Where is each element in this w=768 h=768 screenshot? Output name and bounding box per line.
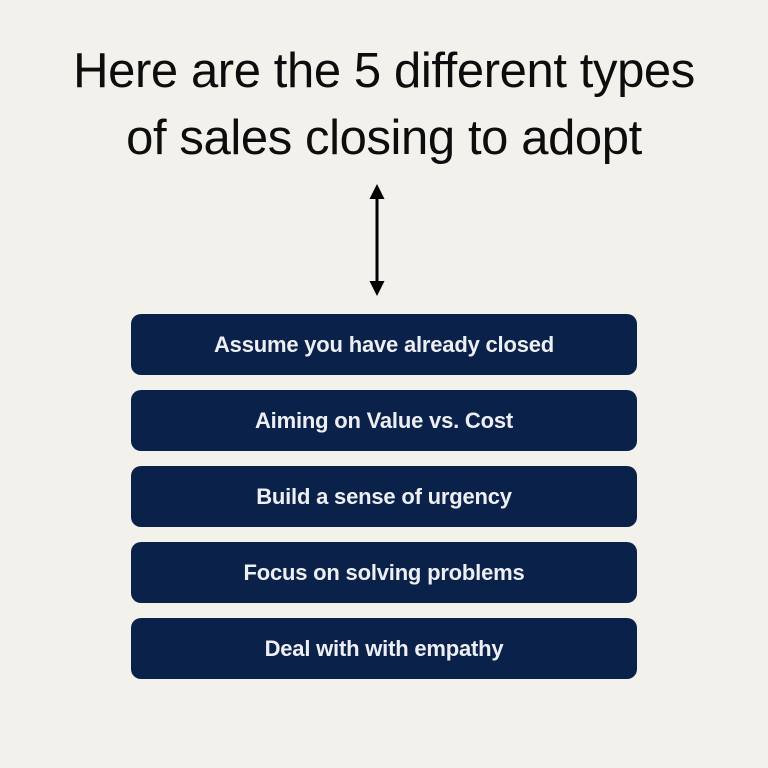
list-item-label: Build a sense of urgency (256, 483, 512, 509)
page-title: Here are the 5 different types of sales … (0, 38, 768, 172)
list-item[interactable]: Build a sense of urgency (131, 466, 637, 527)
list-item[interactable]: Assume you have already closed (131, 314, 637, 375)
page-title-line-1: Here are the 5 different types (73, 44, 695, 98)
list-item-label: Assume you have already closed (213, 331, 555, 357)
closing-types-list: Assume you have already closed Aiming on… (131, 314, 637, 679)
list-item-label: Deal with with empathy (264, 635, 504, 661)
list-item[interactable]: Deal with with empathy (131, 618, 637, 679)
list-item[interactable]: Aiming on Value vs. Cost (131, 390, 637, 451)
list-item[interactable]: Focus on solving problems (131, 542, 637, 603)
list-item-label: Focus on solving problems (243, 559, 525, 585)
double-arrow-icon (357, 183, 397, 297)
page-title-line-2: of sales closing to adopt (126, 111, 642, 165)
list-item-label: Aiming on Value vs. Cost (254, 407, 514, 433)
